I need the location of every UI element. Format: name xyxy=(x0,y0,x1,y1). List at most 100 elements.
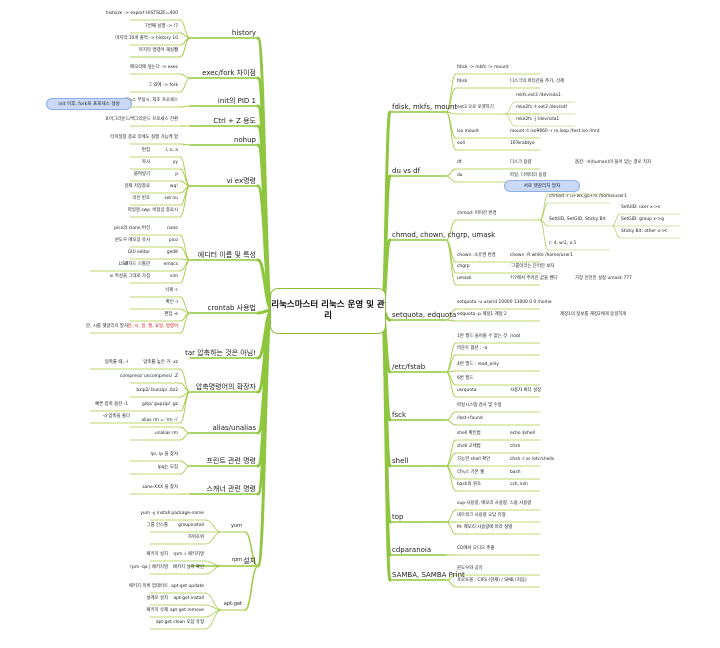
branch-left-5-child-0[interactable]: 편집 xyxy=(141,148,150,153)
branch-right-1-child-1-val[interactable]: 파일, 디렉터리 용량 xyxy=(510,173,547,178)
branch-right-6-child-4[interactable]: bash의 원조 xyxy=(457,482,482,487)
branch-right-6-child-3-val[interactable]: bash xyxy=(510,470,521,475)
branch-right-4[interactable]: /etc/fstab xyxy=(392,363,426,371)
branch-right-0-child-1-val[interactable]: 디스크의 파티션을 추가, 삭제 xyxy=(510,79,565,84)
branch-right-7-child-0[interactable]: cup 사용량, 메모리 사용량, 스왑 사용량 xyxy=(457,501,532,506)
branch-left-13-child-2-sub-2-val[interactable]: apt-get remove xyxy=(169,608,204,613)
branch-left-13-child-2[interactable]: apt-get xyxy=(223,601,242,607)
branch-left-13-child-1[interactable]: rpm xyxy=(231,557,242,563)
branch-right-6-child-4-val[interactable]: csh, ksh xyxy=(510,482,528,487)
branch-left-6-child-1-val[interactable]: pico xyxy=(168,238,178,243)
branch-left-5-child-0-val[interactable]: i, o, a xyxy=(165,148,178,153)
branch-right-6-child-2-val[interactable]: chsh -l or /etc/shells xyxy=(510,457,555,462)
branch-right-7[interactable]: top xyxy=(392,513,404,521)
branch-left-9-child-3[interactable]: gzip/ gupzip/ .gz xyxy=(141,402,178,407)
branch-right-2[interactable]: chmod, chown, chgrp, umask xyxy=(392,231,496,239)
branch-right-9[interactable]: SAMBA, SAMBA Print xyxy=(392,571,465,579)
branch-right-3-child-1-note[interactable]: 계정1의 정보를 계정2에게 동일하게 xyxy=(560,312,627,317)
branch-left-13-child-1-sub-0-val[interactable]: rpm -i 패키지명 xyxy=(173,552,204,557)
branch-left-9[interactable]: 압축명령어의 확장자 xyxy=(195,383,256,391)
branch-left-6[interactable]: 에디터 이름 및 특성 xyxy=(197,251,256,259)
branch-left-0-child-3[interactable]: 마지막 명령어 재실행 xyxy=(138,48,178,53)
branch-left-9-child-2[interactable]: bzip2/ bunzip/ .bz2 xyxy=(136,388,178,393)
branch-left-6-child-1[interactable]: 윈도우 메모장 유사 xyxy=(114,238,150,243)
branch-left-6-child-3[interactable]: 리차드 스톨만 xyxy=(124,262,150,267)
branch-right-0-child-4-val[interactable]: 16Terabtye xyxy=(510,141,535,146)
branch-right-4-child-4[interactable]: usrquota xyxy=(457,388,477,393)
branch-right-3-child-1[interactable]: edquota -p 계정1 계정 2 xyxy=(457,312,507,317)
branch-right-0-child-2-v2[interactable]: mke2fs -j /dev/sda1 xyxy=(516,117,560,122)
branch-left-6-child-0[interactable]: pico의 clone 버전 xyxy=(114,226,150,231)
branch-right-1[interactable]: du vs df xyxy=(392,167,421,175)
branch-right-0-child-2-v0[interactable]: mkfs.ext3 /dev/sda1 xyxy=(516,93,561,98)
branch-left-4[interactable]: nohup xyxy=(233,136,256,144)
branch-right-5-child-0[interactable]: 파일시스템 검사 및 수정 xyxy=(457,403,502,408)
branch-left-9-child-3-pre[interactable]: 빠른 압축 옵션 -1 xyxy=(95,402,128,407)
branch-right-8[interactable]: cdparanoia xyxy=(392,546,432,554)
branch-left-7-child-2[interactable]: 편집 -e xyxy=(164,312,178,317)
branch-right-2-child-0-sub-1[interactable]: chmod -r u+wx,go+rx /home/user1 xyxy=(549,194,627,199)
branch-right-2-child-0[interactable]: chmod: 퍼미션 변경 xyxy=(457,211,497,216)
branch-left-7-child-0[interactable]: 삭제 -r xyxy=(165,288,178,293)
branch-left-13-child-2-sub-0[interactable]: 패키지 목록 업데이트 xyxy=(128,584,168,589)
branch-left-5-child-5[interactable]: 파일명.swp xyxy=(127,208,150,213)
branch-left-7-child-1[interactable]: 확인 -l xyxy=(165,300,178,305)
branch-right-9-child-0[interactable]: 윈도우와 공유 xyxy=(457,566,483,571)
branch-left-6-child-0-val[interactable]: nano xyxy=(167,226,178,231)
branch-left-5-child-5-val[interactable]: 비정상 종료시 xyxy=(152,208,178,213)
branch-left-5-child-1-val[interactable]: yy xyxy=(172,160,178,165)
branch-right-0-child-4[interactable]: ex4 xyxy=(457,141,466,146)
branch-left-9-child-4-pre[interactable]: -d 압축을 풀다 xyxy=(102,414,130,419)
branch-left-6-child-3-pre[interactable]: LISP xyxy=(118,262,128,267)
branch-left-0-child-4[interactable]: !! xyxy=(174,48,178,53)
branch-left-13-child-1-sub-1-val[interactable]: 패키지 설치 확인 xyxy=(172,565,204,570)
branch-left-9-child-0[interactable]: 압축률 높은 거 .xz xyxy=(143,360,178,365)
branch-right-1-child-0-val[interactable]: 디스크 용량 xyxy=(510,160,532,165)
branch-left-5-child-2-val[interactable]: p xyxy=(175,172,178,177)
branch-right-8-child-0[interactable]: CD에서 오디오 추출 xyxy=(457,546,495,551)
branch-right-2-child-2[interactable]: chgrp xyxy=(457,264,470,269)
branch-right-7-child-2[interactable]: M: 메모리 사용량에 따라 정렬 xyxy=(457,525,513,530)
branch-right-6-child-2[interactable]: 가능한 shell 확인 xyxy=(457,457,491,462)
branch-right-6-child-3[interactable]: 리눅스 기본 쉘 xyxy=(457,470,485,475)
branch-left-3[interactable]: Ctrl + Z 용도 xyxy=(213,117,256,125)
branch-left-13-child-1-sub-0[interactable]: 패키지 설치 xyxy=(146,552,168,557)
branch-left-3-child-0[interactable]: 포어그라운드/백그라운드 프로세스 전환 xyxy=(105,117,178,122)
branch-right-4-child-0[interactable]: 1번 필드 들어올 수 없는 것 xyxy=(457,334,508,339)
branch-left-6-child-3-val[interactable]: emacs xyxy=(163,262,178,267)
branch-right-2-child-0-sub-2-v2[interactable]: Sticky Bit: other x->t xyxy=(621,229,668,234)
branch-right-0[interactable]: fdisk, mkfs, mount xyxy=(392,103,458,111)
branch-right-2-child-0-sub-2-v1[interactable]: SetGID: group x->g xyxy=(621,217,664,222)
branch-left-12[interactable]: 스캐너 관련 명령 xyxy=(206,485,256,493)
branch-left-13-child-2-sub-3-val[interactable]: apt-get clean 오답 유형 xyxy=(155,620,204,625)
branch-right-0-child-0[interactable]: fdisk -> mkfs -> mount xyxy=(457,65,509,70)
branch-right-1-child-0[interactable]: df xyxy=(457,160,462,165)
branch-left-8[interactable]: tar 압축하는 것은 아님! xyxy=(185,349,256,357)
branch-left-13[interactable]: 설치 xyxy=(243,557,256,565)
branch-left-7[interactable]: crontab 사용법 xyxy=(207,304,256,312)
branch-left-5-child-4[interactable]: 라인 번호 xyxy=(132,196,150,201)
branch-left-13-child-2-sub-0-val[interactable]: apt-get update xyxy=(171,584,204,589)
branch-right-6-child-1-val[interactable]: chsh xyxy=(510,444,521,449)
branch-right-4-child-3[interactable]: 6번 필드 xyxy=(457,376,474,381)
branch-right-2-child-3[interactable]: umask xyxy=(457,276,472,281)
branch-right-2-child-0-sub-2-v0[interactable]: SetUID: user x->s xyxy=(621,205,661,210)
branch-left-10-child-1[interactable]: unalias rm xyxy=(154,431,178,436)
branch-left-2[interactable]: init의 PID 1 xyxy=(217,97,256,105)
branch-left-9-child-0-pre[interactable]: 압축률 때, -l xyxy=(104,360,128,365)
branch-right-7-child-1[interactable]: 네트워크 사용량 오답 유형 xyxy=(457,513,506,518)
branch-right-0-child-3[interactable]: iso mount xyxy=(457,129,479,134)
branch-right-6-child-0-val[interactable]: echo $shell xyxy=(510,431,535,436)
branch-left-5-child-3-val[interactable]: wq! xyxy=(169,184,178,189)
branch-right-1-child-0-val2[interactable]: 옵션: -h(human)이 들어 있는 결로 적자 xyxy=(575,160,652,165)
branch-left-0[interactable]: history xyxy=(231,29,256,37)
branch-left-6-child-2[interactable]: GUI editor xyxy=(127,250,150,255)
branch-left-13-child-2-sub-1[interactable]: 설계로 설치 xyxy=(146,596,168,601)
branch-left-7-child-3-pre[interactable]: 분, 시를 헷갈리지 말자 xyxy=(86,324,128,329)
branch-right-2-child-3-val2[interactable]: 가장 안전한 설정 umask 777 xyxy=(575,276,632,281)
branch-right-2-child-1[interactable]: chown: 소유권 변경 xyxy=(457,253,496,258)
branch-left-11-child-1[interactable]: lpq는 모집 xyxy=(157,465,178,470)
branch-right-0-child-1[interactable]: fdisk xyxy=(457,79,468,84)
branch-left-13-child-2-sub-1-val[interactable]: apt-get install xyxy=(173,596,204,601)
branch-left-6-child-4[interactable]: vi 특성을 그대로 가짐 xyxy=(109,274,150,279)
